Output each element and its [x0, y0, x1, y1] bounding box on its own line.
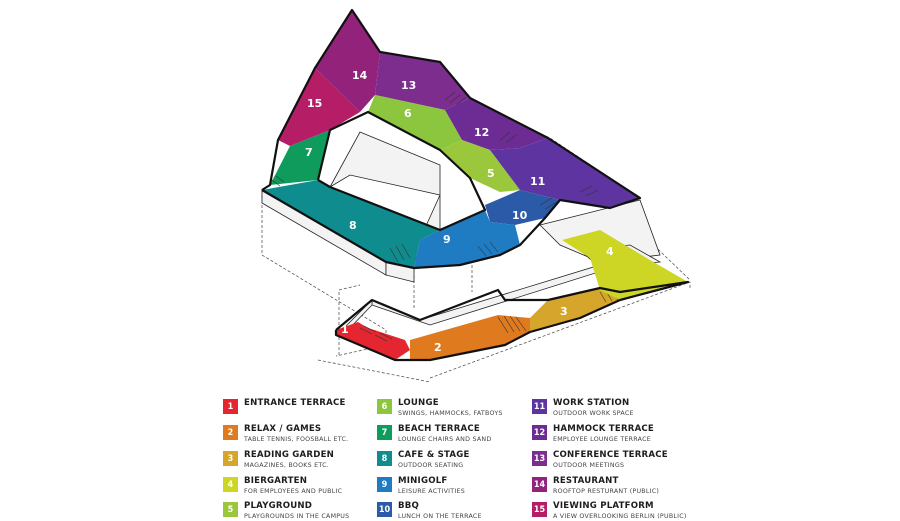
zone-14-label: 14 — [352, 69, 368, 82]
upper-level-outline — [261, 8, 642, 270]
zone-15-viewing-platform: 15 — [278, 68, 360, 146]
zone-5-playground: 5 — [440, 140, 520, 192]
zone-11-work-station: 11 — [490, 138, 640, 208]
zone-7-floor — [270, 130, 330, 185]
zone-12-stairs — [499, 131, 517, 144]
zone-8-floor — [262, 180, 440, 268]
zone-8-label: 8 — [349, 219, 357, 232]
zone-2-floor — [410, 315, 530, 360]
zone-4-label: 4 — [606, 245, 614, 258]
zone-1-floor — [336, 322, 410, 360]
zone-4-biergarten: 4 — [562, 230, 688, 300]
zone-5-floor — [440, 140, 520, 192]
zone-1-label: 1 — [341, 323, 349, 336]
zone-15-floor — [278, 68, 360, 146]
zone-2-stairs — [497, 315, 527, 334]
zone-10-bbq: 10 — [485, 190, 560, 225]
zone-10-floor — [485, 190, 560, 225]
zone-13-label: 13 — [401, 79, 416, 92]
zone-7-beach-terrace: 7 — [270, 130, 330, 187]
zone-8-cafe-stage: 8 — [262, 180, 440, 268]
zone-9-floor — [414, 210, 520, 268]
lower-level-outline — [334, 280, 690, 362]
zone-6-floor — [368, 95, 462, 150]
zone-5-label: 5 — [487, 167, 495, 180]
zone-15-label: 15 — [307, 97, 322, 110]
courtyard-outline — [316, 110, 487, 232]
zone-11-stairs — [579, 185, 599, 197]
zone-1-entrance-terrace: 1 — [336, 322, 410, 360]
zone-7-label: 7 — [305, 146, 313, 159]
zone-14-floor — [315, 10, 380, 112]
zone-6-label: 6 — [404, 107, 412, 120]
zone-1-stairs — [359, 325, 393, 342]
zone-7-stairs — [271, 175, 285, 187]
zone-4-floor — [562, 230, 688, 300]
zone-10-stairs — [539, 197, 558, 210]
zone-9-minigolf: 9 — [414, 210, 520, 268]
zone-9-label: 9 — [443, 233, 451, 246]
zone-13-floor — [375, 52, 470, 110]
zone-2-relax-games: 2 — [410, 315, 530, 360]
zone-3-label: 3 — [560, 305, 568, 318]
zone-8-stairs — [389, 243, 411, 263]
zone-11-label: 11 — [530, 175, 545, 188]
zone-11-floor — [490, 138, 640, 208]
zone-9-stairs — [477, 241, 499, 257]
zone-2-label: 2 — [434, 341, 442, 354]
zone-14-restaurant: 14 — [315, 10, 380, 112]
zone-12-hammock-terrace: 12 — [445, 98, 548, 150]
zone-6-lounge: 6 — [368, 95, 462, 150]
zone-10-label: 10 — [512, 209, 528, 222]
zone-12-label: 12 — [474, 126, 489, 139]
zone-13-conference-terrace: 13 — [375, 52, 470, 110]
zone-12-floor — [445, 98, 548, 150]
